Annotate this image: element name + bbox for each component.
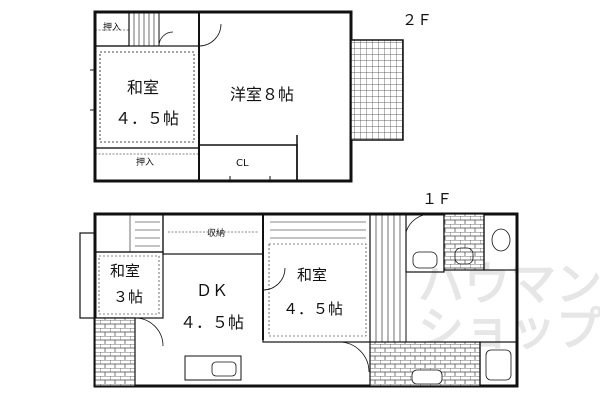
shuno-label: 収納 [207,227,225,239]
dk-name: ＤＫ [196,281,228,300]
second-floor-plan [90,10,404,183]
washitsu-right-name: 和室 [297,266,327,284]
washitsu-right-size: ４．５帖 [283,300,343,318]
dk-size: ４．５帖 [180,313,244,332]
washitsu-2f-size: ４．５帖 [115,109,179,128]
youshitsu-label: 洋室８帖 [230,85,294,104]
balcony [350,39,404,141]
closet-label: CL [236,158,249,169]
watermark: ハウマン ショップ [418,257,600,356]
oshiire-top-label: 押入 [103,21,121,33]
oshiire-bottom-label: 押入 [136,156,154,168]
floor-label-2f: ２Ｆ [402,11,432,29]
floor-label-1f: １Ｆ [422,190,452,208]
washitsu-2f-name: 和室 [127,78,159,97]
first-floor-plan [79,212,519,388]
washitsu-small-name: 和室 [110,262,140,280]
washitsu-small-size: ３帖 [113,288,143,306]
